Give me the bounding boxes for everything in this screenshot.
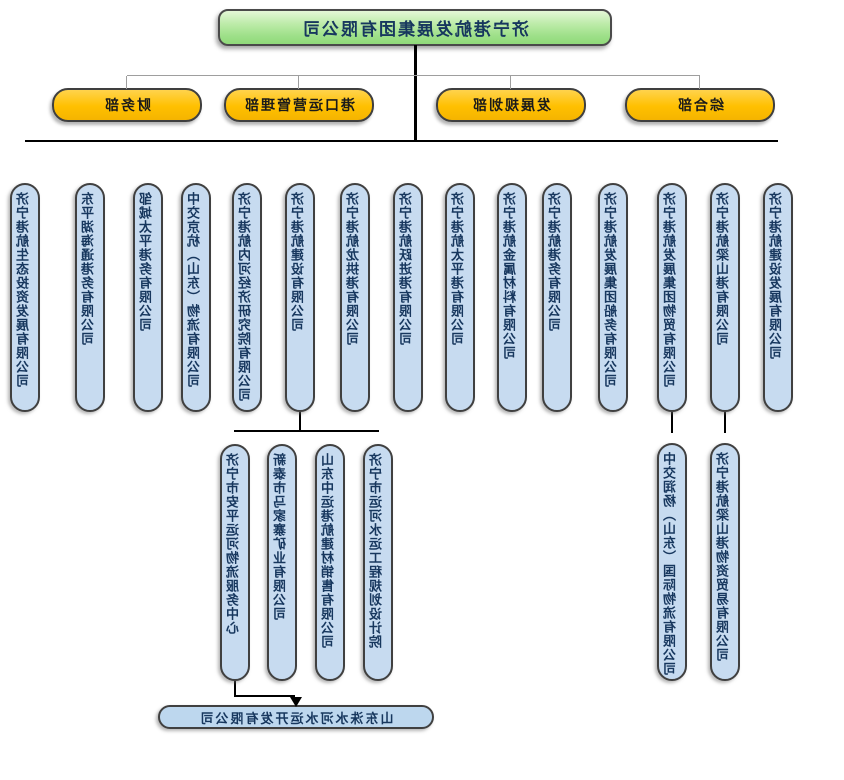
subsidiary-node: 济宁港航龙拱港有限公司 bbox=[340, 183, 370, 412]
connector-departments-line bbox=[127, 75, 700, 76]
sub-subsidiary-node: 济宁港航梁山港物资贸易有限公司 bbox=[710, 443, 740, 681]
subsidiary-node: 济宁港航生态投资发展有限公司 bbox=[10, 183, 40, 412]
subsidiary-node: 济宁港航港务有限公司 bbox=[542, 183, 572, 412]
connector-anping-elbow-h bbox=[234, 695, 295, 697]
department-node: 港口运营管理部 bbox=[224, 88, 374, 122]
department-node: 财务部 bbox=[52, 88, 202, 122]
connector-anping-elbow-v bbox=[234, 681, 236, 696]
connector-construction-line bbox=[234, 430, 379, 432]
root-node: 济宁港航发展集团有限公司 bbox=[218, 9, 612, 46]
subsidiary-node: 济宁港航金属材料有限公司 bbox=[497, 183, 527, 412]
subsidiary-node: 邹城太平港务有限公司 bbox=[133, 183, 163, 412]
subsidiary-node: 济宁港航内河经济研究院有限公司 bbox=[232, 183, 262, 412]
grandchild-node: 山东洙水河水运开发有限公司 bbox=[158, 705, 434, 729]
sub-subsidiary-node: 济宁市安平运河物流服务中心 bbox=[220, 444, 250, 681]
sub-subsidiary-node: 新泰市马家寨矿业有限公司 bbox=[267, 444, 297, 681]
subsidiary-node: 济宁港航发展集团物贸有限公司 bbox=[657, 183, 687, 412]
subsidiary-node: 济宁港航发展集团船务有限公司 bbox=[598, 183, 628, 412]
connector-subsidiaries-line bbox=[25, 140, 778, 142]
subsidiary-node: 济宁港航梁山港有限公司 bbox=[710, 183, 740, 412]
connector-construction-drop bbox=[299, 412, 301, 431]
subsidiary-node: 东平湖海通港务有限公司 bbox=[75, 183, 105, 412]
connector-liangshan-drop bbox=[724, 412, 726, 433]
connector-trunk bbox=[414, 45, 417, 140]
subsidiary-node: 济宁港航跃进港有限公司 bbox=[393, 183, 423, 412]
connector-wumao-drop bbox=[671, 412, 673, 433]
sub-subsidiary-node: 中交润杨（山东）国际物流有限公司 bbox=[657, 443, 687, 681]
subsidiary-node: 济宁港航太平港有限公司 bbox=[445, 183, 475, 412]
subsidiary-node: 济宁港航建设有限公司 bbox=[285, 183, 315, 412]
subsidiary-node: 中交京杭（山东）物流有限公司 bbox=[181, 183, 211, 412]
sub-subsidiary-node: 济宁市运河水运工程规划设计院 bbox=[363, 444, 393, 681]
department-node: 综合部 bbox=[625, 88, 775, 122]
department-node: 发展规划部 bbox=[436, 88, 586, 122]
sub-subsidiary-node: 山东中运港航建材销售有限公司 bbox=[315, 444, 345, 681]
subsidiary-node: 济宁港航建设发展有限公司 bbox=[763, 183, 793, 412]
